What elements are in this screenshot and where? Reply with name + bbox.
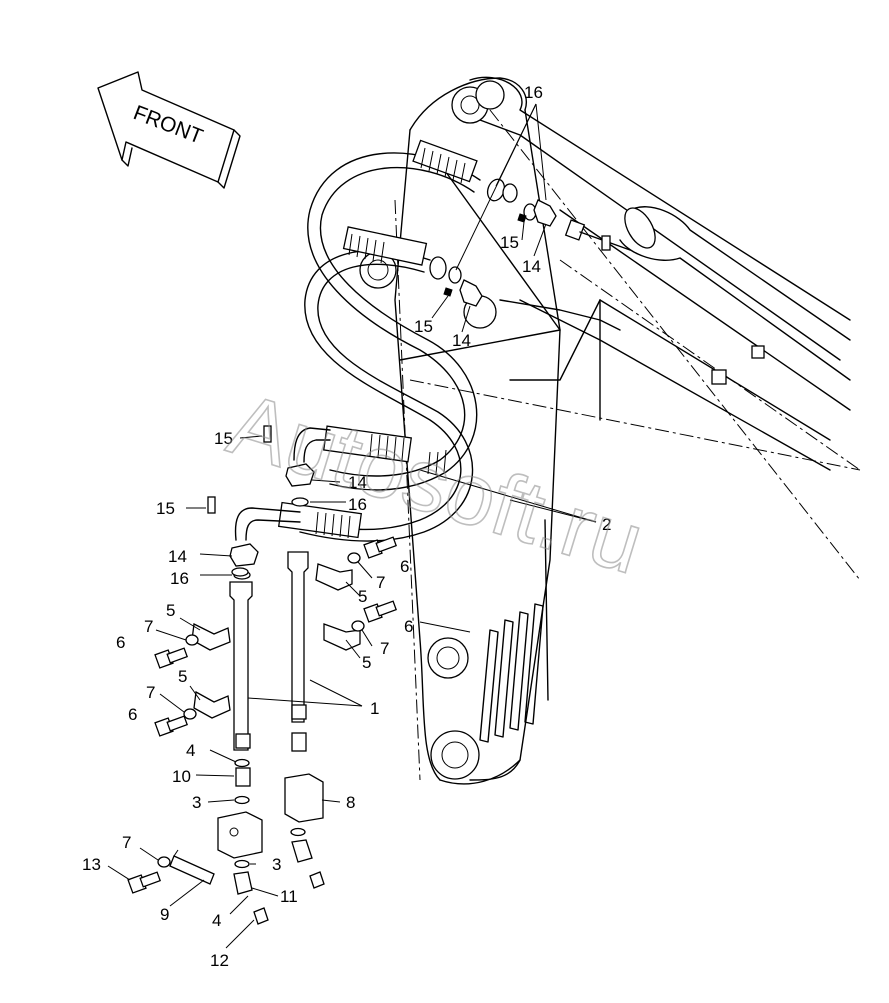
bolt-6a [154,647,189,669]
part-labels: 1 2 3 3 4 4 5 5 5 5 6 6 6 6 7 7 7 7 7 8 … [82,83,611,970]
label-part-16-b: 16 [348,495,367,514]
label-part-16-a: 16 [524,83,543,102]
bolt-13 [127,871,162,894]
label-part-3-left: 3 [192,793,201,812]
label-part-4-upper: 4 [186,741,195,760]
label-part-14-b: 14 [452,331,471,350]
label-part-5-c: 5 [358,587,367,606]
upper-fittings [429,103,557,333]
hose-crimp-upper-2 [342,226,428,266]
label-part-7-e: 7 [122,833,131,852]
label-part-5-d: 5 [362,653,371,672]
label-part-6-d: 6 [404,617,413,636]
label-part-7-d: 7 [380,639,389,658]
label-part-10: 10 [172,767,191,786]
label-part-3-right: 3 [272,855,281,874]
hose-crimp-upper-1 [412,139,478,184]
label-part-14-d: 14 [168,547,187,566]
label-part-16-c: 16 [170,569,189,588]
clamps [191,563,361,719]
front-label: FRONT [130,101,206,148]
bolt-6b [154,715,189,737]
label-part-12: 12 [210,951,229,970]
label-part-11: 11 [280,887,298,906]
watermark-text: Autosoft.ru [218,373,654,592]
label-part-14-c: 14 [348,473,367,492]
label-part-7-b: 7 [146,683,155,702]
label-part-14-a: 14 [522,257,541,276]
label-part-6-c: 6 [400,557,409,576]
label-part-7-c: 7 [376,573,385,592]
bolt-6c [363,536,398,559]
bolt-6d [363,600,398,623]
hose-crimp-lower-1 [323,425,412,463]
label-part-2: 2 [602,515,611,534]
label-part-15-c: 15 [214,429,233,448]
leader-lines [107,435,597,949]
label-part-6-b: 6 [128,705,137,724]
lower-fittings [169,758,325,925]
label-part-5-b: 5 [178,667,187,686]
label-part-1: 1 [370,699,379,718]
label-part-15-d: 15 [156,499,175,518]
label-part-15-b: 15 [414,317,433,336]
label-part-9: 9 [160,905,169,924]
front-direction-arrow: FRONT [97,71,241,189]
label-part-7-a: 7 [144,617,153,636]
bolts-and-washers [127,536,398,894]
label-part-6-a: 6 [116,633,125,652]
label-part-13: 13 [82,855,101,874]
left-pipe-assembly [207,425,331,752]
label-part-5-a: 5 [166,601,175,620]
label-part-8: 8 [346,793,355,812]
label-part-4-lower: 4 [212,911,221,930]
label-part-15-a: 15 [500,233,519,252]
